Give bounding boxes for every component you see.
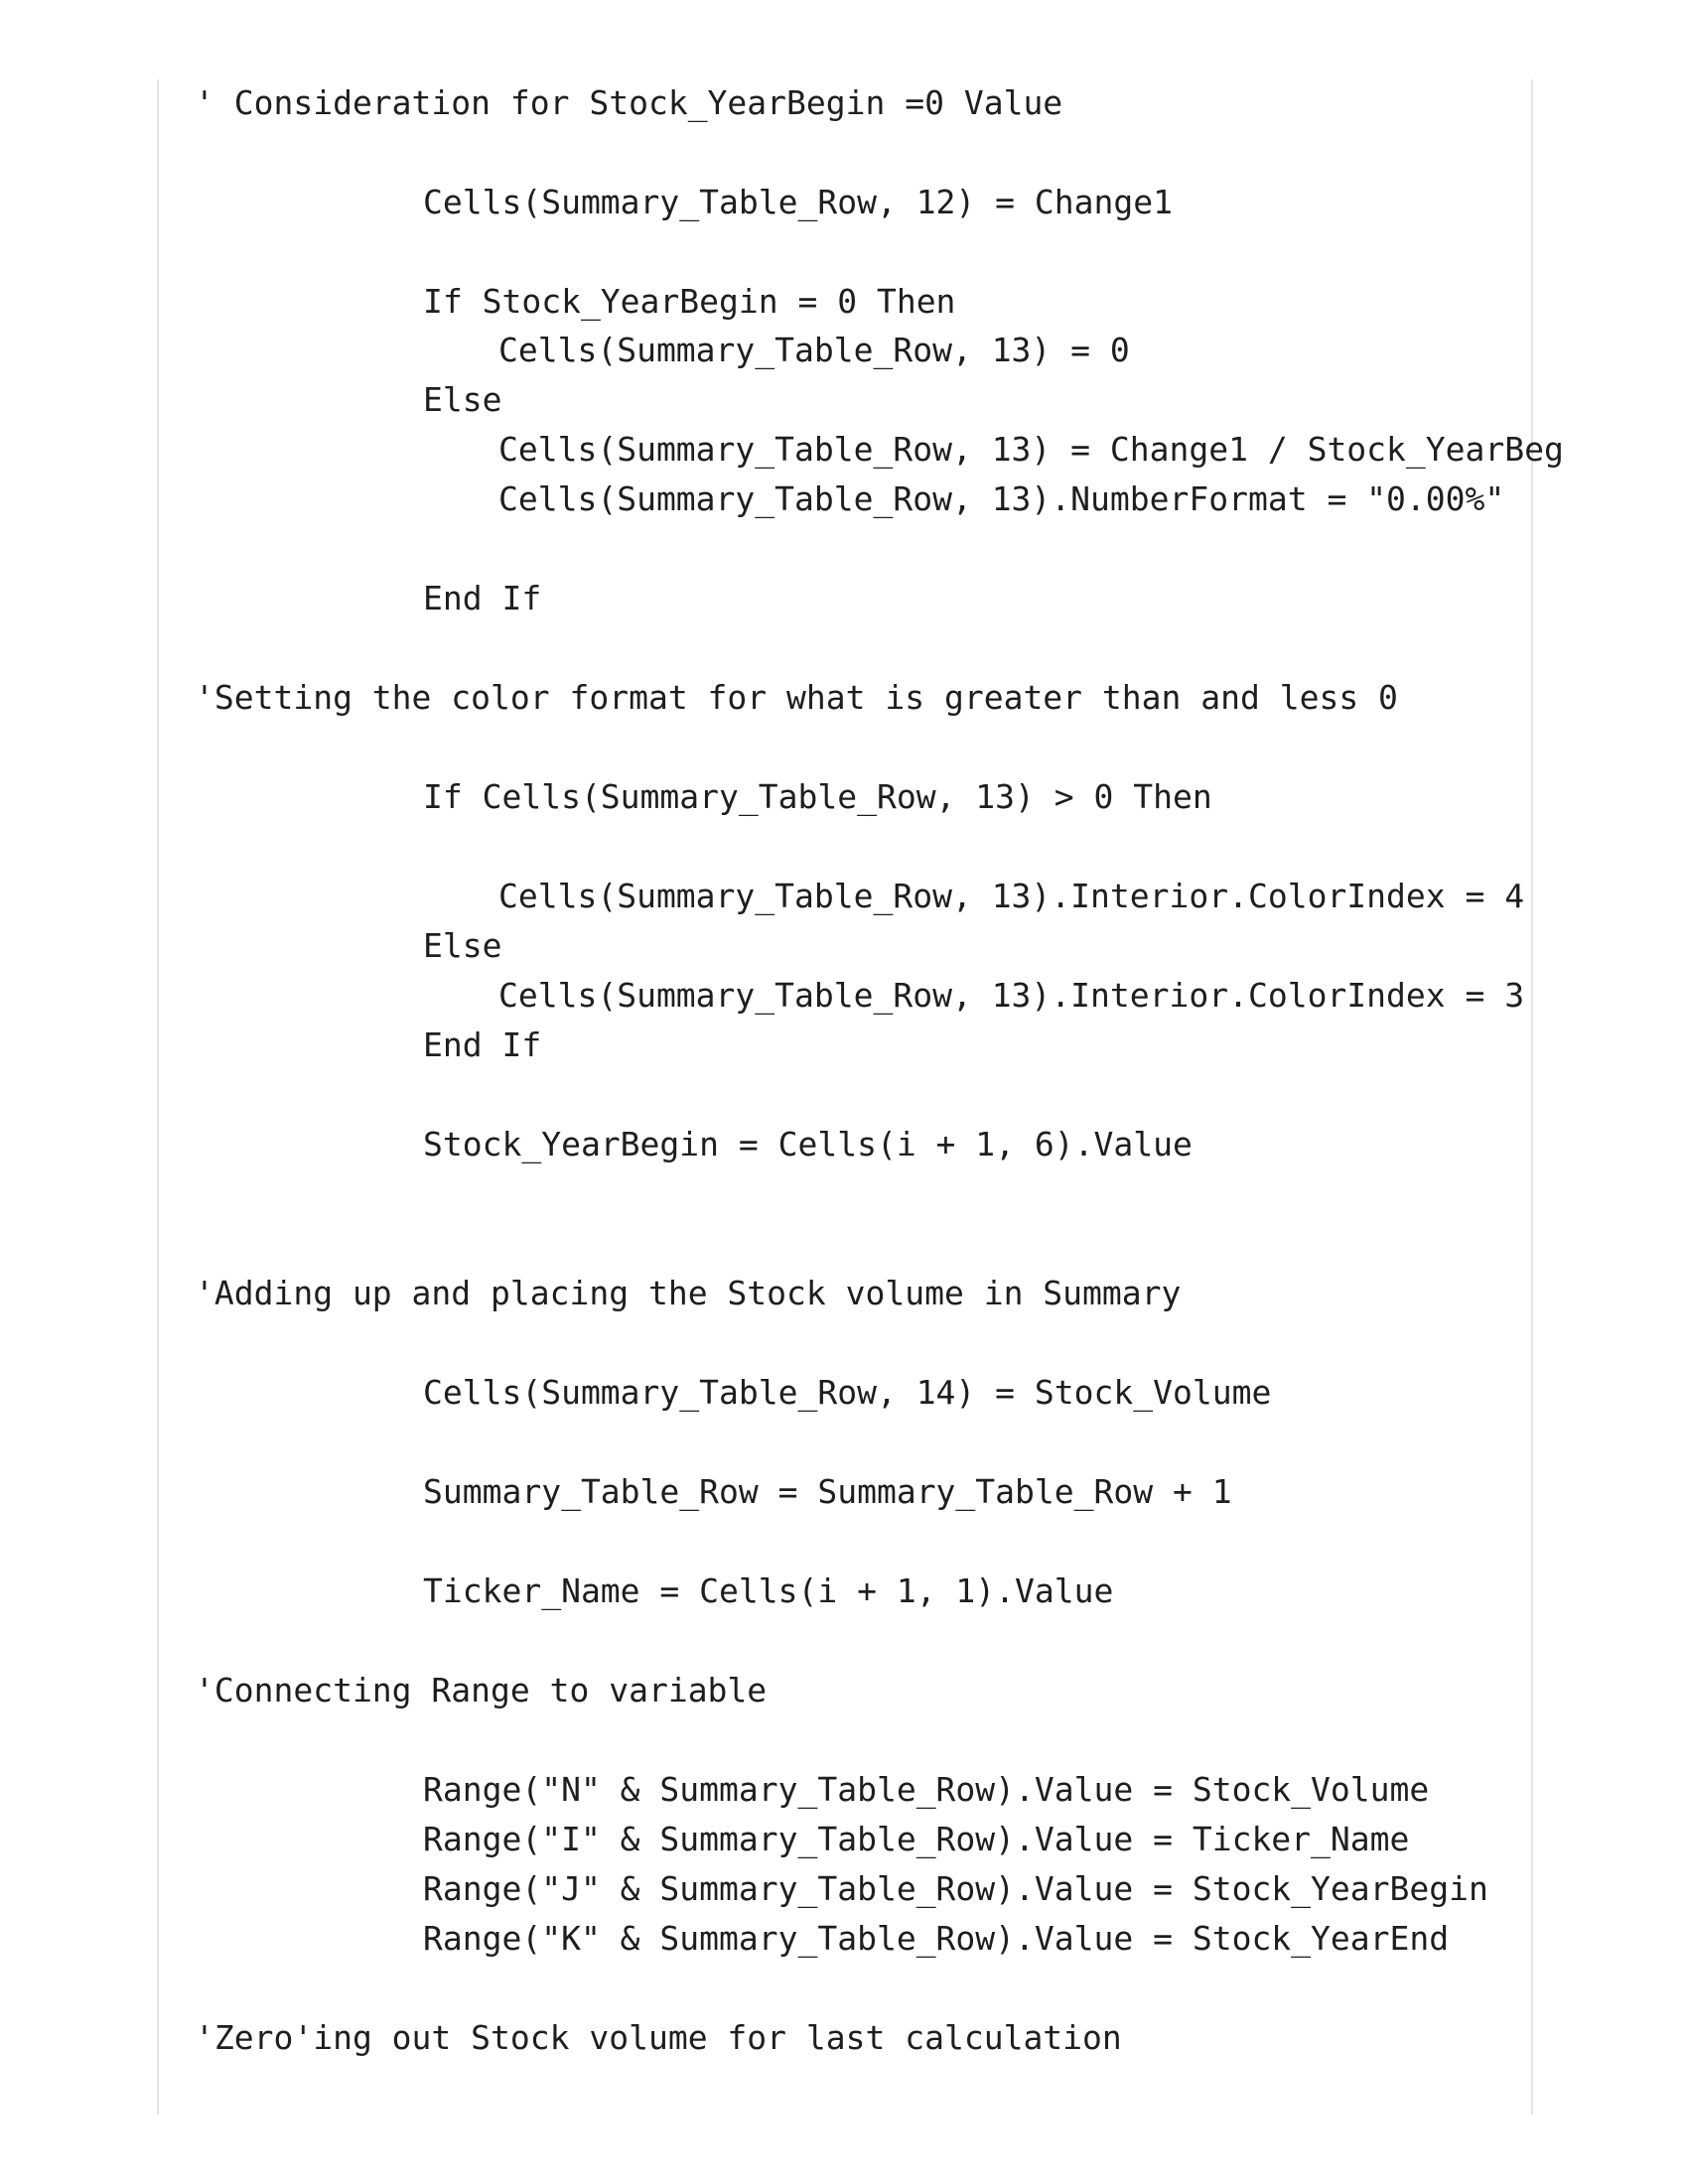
code-line: Cells(Summary_Table_Row, 13).NumberForma…: [498, 479, 1505, 518]
code-line: Summary_Table_Row = Summary_Table_Row + …: [423, 1472, 1232, 1511]
code-line: Ticker_Name = Cells(i + 1, 1).Value: [423, 1571, 1114, 1610]
code-line: Cells(Summary_Table_Row, 13).Interior.Co…: [498, 877, 1525, 915]
code-line: 'Setting the color format for what is gr…: [195, 678, 1398, 717]
code-line: Cells(Summary_Table_Row, 13) = Change1 /…: [498, 430, 1564, 469]
code-line: Else: [423, 926, 502, 965]
code-line: Cells(Summary_Table_Row, 14) = Stock_Vol…: [423, 1373, 1272, 1412]
code-line: End If: [423, 579, 542, 617]
code-line: Else: [423, 380, 502, 419]
code-line: Cells(Summary_Table_Row, 12) = Change1: [423, 183, 1173, 221]
code-block: ' Consideration for Stock_YearBegin =0 V…: [157, 79, 1564, 2115]
code-line: 'Zero'ing out Stock volume for last calc…: [195, 2018, 1122, 2057]
code-line: Range("K" & Summary_Table_Row).Value = S…: [423, 1919, 1450, 1958]
code-line: ' Consideration for Stock_YearBegin =0 V…: [195, 83, 1063, 122]
code-line: Cells(Summary_Table_Row, 13) = 0: [498, 331, 1130, 369]
code-line: 'Adding up and placing the Stock volume …: [195, 1274, 1182, 1312]
code-line: Stock_YearBegin = Cells(i + 1, 6).Value: [423, 1125, 1193, 1163]
code-line: 'Connecting Range to variable: [195, 1671, 768, 1709]
code-line: If Cells(Summary_Table_Row, 13) > 0 Then: [423, 777, 1212, 816]
code-line: Range("N" & Summary_Table_Row).Value = S…: [423, 1770, 1430, 1809]
code-line: Cells(Summary_Table_Row, 13).Interior.Co…: [498, 976, 1525, 1015]
code-line: Range("I" & Summary_Table_Row).Value = T…: [423, 1820, 1410, 1858]
code-line: End If: [423, 1025, 542, 1064]
code-line: Range("J" & Summary_Table_Row).Value = S…: [423, 1869, 1488, 1908]
code-line: If Stock_YearBegin = 0 Then: [423, 282, 956, 321]
